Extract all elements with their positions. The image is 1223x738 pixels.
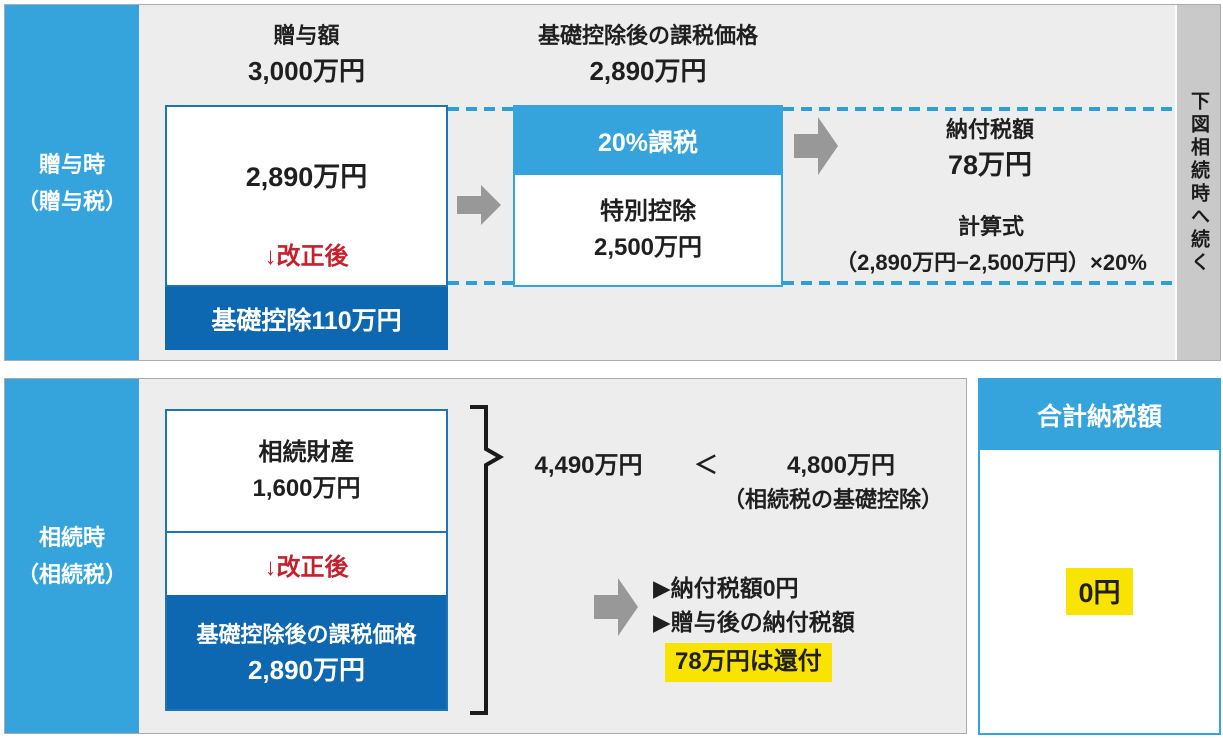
taxable-price-value: 2,890万円 — [589, 56, 707, 86]
basic-deduction-bar: 基礎控除110万円 — [165, 287, 448, 350]
arrow-right-icon — [794, 117, 838, 175]
inheritance-phase-panel: 相続時 （相続税） 相続財産 1,600万円 ↓改正後 基礎控除後の課税価格 2… — [4, 378, 967, 734]
special-deduction-value: 2,500万円 — [593, 234, 703, 261]
tax-due-block: 納付税額 78万円 — [845, 115, 1135, 181]
tax-rate-header: 20%課税 — [515, 107, 781, 175]
inheritance-phase-title-line1: 相続時 — [38, 525, 105, 550]
special-deduction-label: 特別控除 — [600, 198, 696, 225]
gift-amount-box-body: 2,890万円 ↓改正後 — [165, 105, 448, 287]
deduction-section: 基礎控除後の課税価格 2,890万円 — [167, 595, 446, 709]
gift-phase-panel: 贈与時 （贈与税） 贈与額 3,000万円 基礎控除後の課税価格 2,890万円… — [4, 4, 1221, 361]
estate-value: 1,600万円 — [252, 475, 361, 502]
gift-amount-label: 贈与額 — [273, 23, 340, 48]
arrow-right-icon — [594, 578, 638, 636]
less-than-operator: ＜ — [694, 452, 718, 479]
formula-label: 計算式 — [957, 214, 1024, 239]
arrow-right-icon — [457, 185, 501, 225]
gift-phase-title-line2: （贈与税） — [16, 188, 127, 214]
taxable-price-label: 基礎控除後の課税価格 — [537, 23, 758, 48]
dashed-line-bottom-left — [448, 281, 513, 285]
special-deduction-body: 特別控除 2,500万円 — [515, 175, 781, 285]
result-tax-zero: ▶納付税額0円 — [653, 575, 799, 601]
total-tax-box: 合計納税額 0円 — [978, 378, 1221, 735]
refund-highlight: 78万円は還付 — [665, 643, 832, 682]
inheritance-phase-sidebar: 相続時 （相続税） — [5, 379, 139, 733]
tax-due-label: 納付税額 — [945, 117, 1034, 142]
dashed-line-top-left — [448, 107, 513, 111]
formula-text: （2,890万円−2,500万円）×20% — [835, 250, 1147, 275]
dashed-line-bottom-right — [783, 281, 1177, 285]
gift-amount-box: 2,890万円 ↓改正後 基礎控除110万円 — [165, 105, 448, 350]
inheritance-phase-title-line2: （相続税） — [16, 562, 127, 587]
taxable-sum-value: 4,490万円 — [534, 452, 643, 479]
gift-phase-title-line1: 贈与時 — [38, 151, 105, 177]
formula-block: 計算式 （2,890万円−2,500万円）×20% — [803, 212, 1179, 277]
dashed-line-top-right — [783, 107, 1177, 111]
continuation-note: 下図相続時へ続く — [1188, 90, 1209, 275]
gift-phase-sidebar: 贈与時 （贈与税） — [5, 5, 139, 360]
estate-section: 相続財産 1,600万円 — [167, 411, 446, 533]
taxable-price-label-block: 基礎控除後の課税価格 2,890万円 — [503, 21, 793, 87]
gift-amount-label-block: 贈与額 3,000万円 — [165, 21, 448, 87]
gift-taxable-value: 2,890万円 — [245, 162, 368, 192]
tax-rate-box: 20%課税 特別控除 2,500万円 — [513, 105, 783, 287]
deduction-value: 2,890万円 — [247, 654, 366, 685]
estate-label: 相続財産 — [258, 439, 355, 466]
total-tax-header: 合計納税額 — [980, 380, 1219, 450]
revision-note: ↓改正後 — [264, 243, 349, 270]
threshold-note: （相続税の基礎控除） — [722, 487, 943, 512]
total-tax-value: 0円 — [1066, 568, 1133, 615]
results-block: ▶納付税額0円 ▶贈与後の納付税額 78万円は還付 — [653, 571, 855, 682]
gift-amount-value: 3,000万円 — [247, 56, 366, 86]
deduction-label: 基礎控除後の課税価格 — [196, 621, 417, 647]
total-tax-body: 0円 — [980, 450, 1219, 733]
result-post-gift-tax: ▶贈与後の納付税額 — [653, 609, 855, 635]
inheritance-box: 相続財産 1,600万円 ↓改正後 基礎控除後の課税価格 2,890万円 — [165, 409, 448, 711]
brace-bracket-icon — [470, 405, 505, 715]
threshold-value: 4,800万円 — [786, 452, 896, 479]
revision-note: ↓改正後 — [264, 553, 349, 581]
tax-due-value: 78万円 — [947, 150, 1033, 180]
continuation-strip: 下図相続時へ続く — [1175, 5, 1220, 360]
